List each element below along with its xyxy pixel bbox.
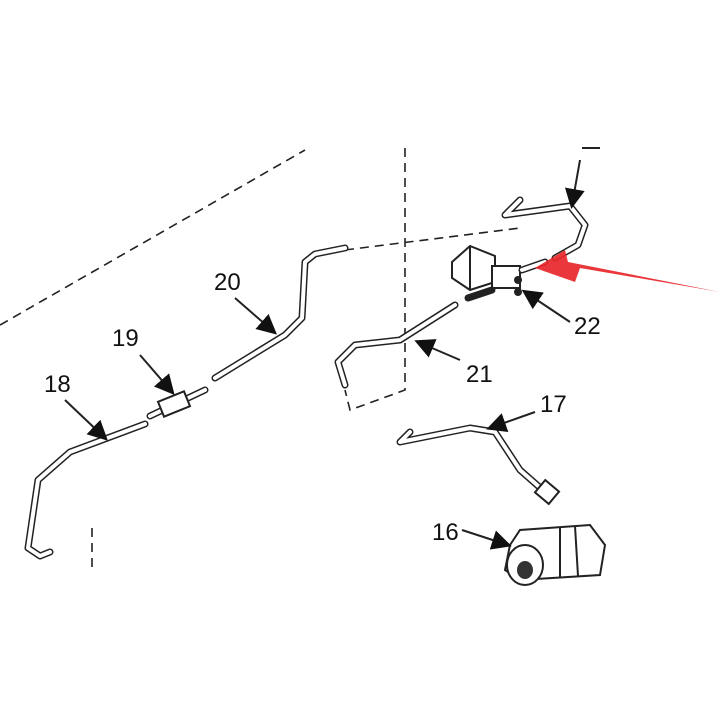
label-22: 22: [574, 313, 601, 340]
leader-arrows: [64, 159, 585, 550]
label-16: 16: [432, 519, 459, 546]
label-18: 18: [44, 371, 71, 398]
part-18-tube: [24, 420, 149, 560]
label-20: 20: [214, 269, 241, 296]
highlight-arrow: [535, 250, 720, 292]
part-23-tube: [501, 147, 600, 262]
part-22-valve: [451, 244, 549, 302]
label-19: 19: [112, 325, 139, 352]
part-17-tube: [396, 424, 561, 506]
label-21: 21: [466, 361, 493, 388]
dashed-reference-lines: [0, 148, 521, 572]
part-20-tube: [211, 244, 349, 382]
part-16-sensor: [503, 523, 607, 586]
part-19-fitting: [146, 386, 209, 420]
label-17: 17: [540, 391, 567, 418]
part-21-hose: [334, 301, 459, 389]
